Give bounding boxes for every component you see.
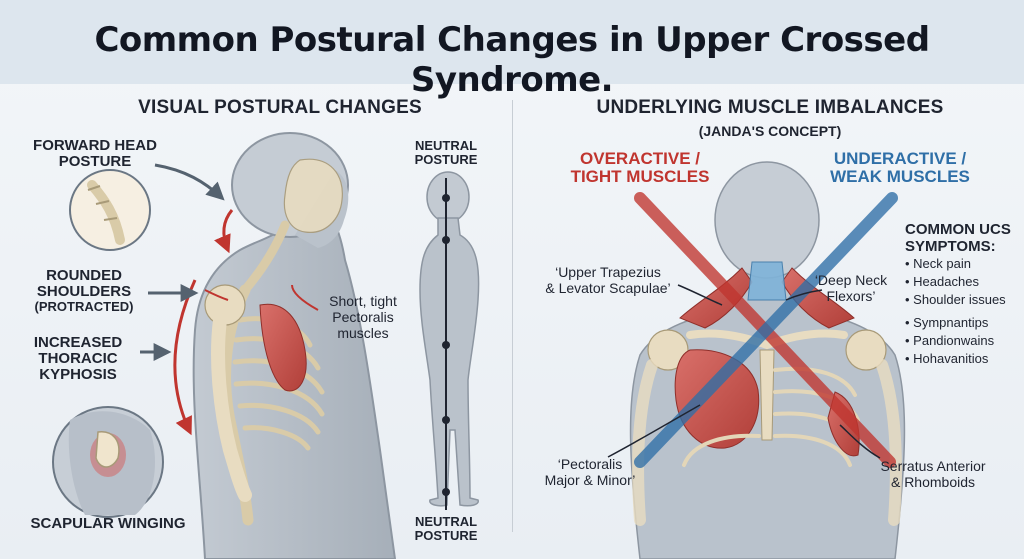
- neutral-top-line2: POSTURE: [414, 152, 478, 168]
- scapular-winging-label: SCAPULAR WINGING: [30, 515, 186, 532]
- underactive-line2: WEAK MUSCLES: [830, 167, 970, 187]
- neutral-top-line1: NEUTRAL: [414, 138, 478, 153]
- rounded-line3: (PROTRACTED): [34, 299, 134, 315]
- pec-pointer: [607, 404, 701, 458]
- pec-line1: ‘Pectoralis: [557, 456, 623, 472]
- frontal-head: [714, 161, 820, 279]
- overactive-label: OVERACTIVE / TIGHT MUSCLES: [560, 149, 720, 187]
- rounded-line2: SHOULDERS: [36, 283, 132, 301]
- cervical-spine: [240, 220, 290, 295]
- rounded-line1: ROUNDED: [46, 267, 122, 284]
- symptoms-line2: SYMPTOMS:: [905, 237, 996, 255]
- page-title: Common Postural Changes in Upper Crossed…: [94, 20, 930, 100]
- neutral-bottom-line2: POSTURE: [414, 528, 478, 544]
- symptoms-list-a: Neck pain Headaches Shoulder issues: [905, 255, 1020, 310]
- symptom-item: Hohavanitios: [905, 350, 1020, 368]
- symptom-item: Shoulder issues: [905, 291, 1020, 309]
- kyphosis-line1: INCREASED: [33, 334, 123, 351]
- symptoms-list-b: Sympnantips Pandionwains Hohavanitios: [905, 314, 1020, 369]
- section-divider: [512, 100, 513, 532]
- underactive-line1: UNDERACTIVE /: [833, 149, 967, 168]
- pec-note-line3: muscles: [337, 325, 389, 342]
- pec-note-line1: Short, tight: [329, 293, 397, 309]
- neutral-posture-top-label: NEUTRAL POSTURE: [400, 138, 492, 168]
- shoulder-curve-arrow: [204, 289, 229, 301]
- neck-vertebrae-icon: [87, 180, 125, 245]
- jandas-concept-subheading: (JANDA'S CONCEPT): [698, 123, 842, 139]
- thoracic-kyphosis-label: INCREASED THORACIC KYPHOSIS: [18, 334, 138, 384]
- forward-head-line1: FORWARD HEAD: [33, 137, 157, 154]
- serratus-pointer: [839, 424, 881, 459]
- pectoralis-muscle: [259, 303, 307, 392]
- weak-muscles-band: [634, 192, 898, 468]
- pec-note: Short, tight Pectoralis muscles: [318, 293, 408, 341]
- sternum-bone: [759, 349, 775, 441]
- overactive-line2: TIGHT MUSCLES: [570, 167, 710, 187]
- neutral-bottom-line1: NEUTRAL: [414, 514, 478, 529]
- head-motion-arrow: [214, 209, 234, 254]
- pectoralis-label: ‘Pectoralis Major & Minor’: [530, 456, 650, 488]
- neutral-figure: [419, 171, 480, 510]
- deep-line1: ‘Deep Neck: [814, 272, 888, 288]
- trapezius-label: ‘Upper Trapezius & Levator Scapulae’: [528, 264, 688, 296]
- kyphosis-curve-arrow: [173, 279, 197, 436]
- humerus-bone: [211, 313, 252, 502]
- serratus-label: Serratus Anterior & Rhomboids: [868, 458, 998, 490]
- serratus-line2: & Rhomboids: [890, 474, 976, 491]
- underactive-label: UNDERACTIVE / WEAK MUSCLES: [815, 149, 985, 187]
- visual-changes-heading: VISUAL POSTURAL CHANGES: [138, 97, 422, 118]
- kyphosis-line3: KYPHOSIS: [39, 366, 117, 384]
- symptom-item: Sympnantips: [905, 314, 1020, 332]
- side-figure: [173, 132, 397, 559]
- forward-head-label: FORWARD HEAD POSTURE: [20, 137, 170, 171]
- pec-note-pointer: [291, 284, 319, 311]
- kyphosis-line2: THORACIC: [38, 350, 118, 368]
- symptom-item: Pandionwains: [905, 332, 1020, 350]
- deep-line2: Flexors’: [826, 288, 876, 305]
- pec-line2: Major & Minor’: [544, 472, 636, 489]
- symptoms-line1: COMMON UCS: [905, 221, 1011, 238]
- clavicle-bones: [686, 329, 848, 350]
- trap-line1: ‘Upper Trapezius: [555, 264, 661, 280]
- muscle-imbalances-heading: UNDERLYING MUSCLE IMBALANCES: [596, 97, 944, 118]
- forward-head-line2: POSTURE: [58, 153, 132, 171]
- rounded-shoulders-label: ROUNDED SHOULDERS (PROTRACTED): [14, 267, 154, 315]
- title-banner: [0, 0, 1024, 84]
- skull-icon: [283, 158, 343, 233]
- frontal-figure: [629, 161, 906, 559]
- symptom-item: Neck pain: [905, 255, 1020, 273]
- symptom-item: Headaches: [905, 273, 1020, 291]
- deep-neck-pointer: [785, 289, 823, 301]
- forward-head-arrow: [154, 163, 225, 201]
- overactive-line1: OVERACTIVE /: [580, 149, 700, 168]
- deep-neck-flexors-label: ‘Deep Neck Flexors’: [806, 272, 896, 304]
- pec-note-line2: Pectoralis: [332, 309, 394, 326]
- neutral-posture-bottom-label: NEUTRAL POSTURE: [400, 514, 492, 544]
- trap-pointer: [677, 284, 723, 306]
- symptoms-heading: COMMON UCS SYMPTOMS:: [905, 221, 1020, 255]
- serratus-line1: Serratus Anterior: [880, 458, 986, 474]
- deep-neck-flexors: [747, 261, 787, 301]
- pectoralis-major-muscle: [674, 349, 760, 449]
- trap-line2: & Levator Scapulae’: [545, 280, 671, 297]
